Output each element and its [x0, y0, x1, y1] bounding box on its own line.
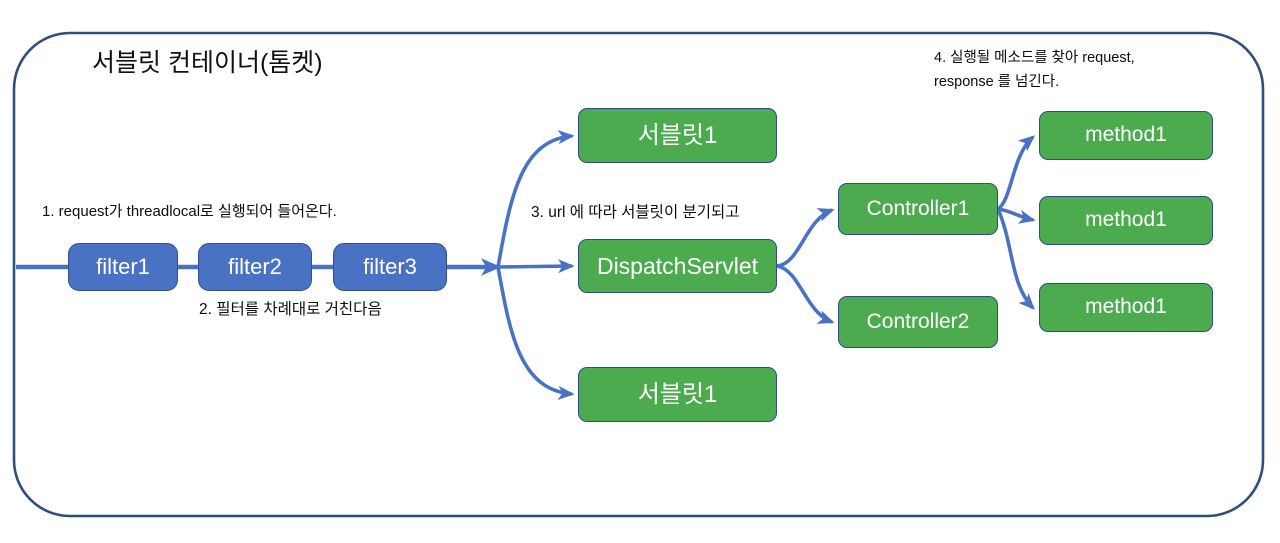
wire-dispatch-to-controller1 — [776, 208, 835, 268]
wire-controller1-to-method-1 — [996, 135, 1036, 211]
servlet-top-node[interactable]: 서블릿1 — [578, 108, 777, 163]
dispatch-servlet-node[interactable]: DispatchServlet — [578, 239, 777, 293]
annotation-step4-line2: response 를 넘긴다. — [934, 74, 1060, 90]
wire-branch-to-dispatch-servlet — [497, 259, 575, 274]
annotation-step3: 3. url 에 따라 서블릿이 분기되고 — [531, 204, 740, 221]
filter1-node[interactable]: filter1 — [68, 243, 178, 291]
annotation-step2: 2. 필터를 차례대로 거친다음 — [199, 301, 382, 318]
wire-controller1-to-method-2 — [997, 207, 1036, 224]
filter2-node[interactable]: filter2 — [198, 243, 312, 291]
wire-controller1-to-method-3 — [996, 208, 1035, 310]
wire-branch-to-servlet-top — [496, 129, 575, 268]
controller1-node[interactable]: Controller1 — [838, 183, 998, 235]
page-title: 서블릿 컨테이너(톰켓) — [92, 49, 323, 77]
method-3-node[interactable]: method1 — [1039, 283, 1213, 332]
wire-branch-to-servlet-bottom — [496, 266, 575, 401]
wire-dispatch-to-controller2 — [776, 264, 835, 324]
filter3-node[interactable]: filter3 — [333, 243, 447, 291]
annotation-step1: 1. request가 threadlocal로 실행되어 들어온다. — [42, 203, 337, 220]
controller2-node[interactable]: Controller2 — [838, 296, 998, 348]
method-1-node[interactable]: method1 — [1039, 111, 1213, 160]
servlet-bottom-node[interactable]: 서블릿1 — [578, 367, 777, 422]
annotation-step4-line1: 4. 실행될 메소드를 찾아 request, — [934, 50, 1135, 66]
method-2-node[interactable]: method1 — [1039, 196, 1213, 245]
